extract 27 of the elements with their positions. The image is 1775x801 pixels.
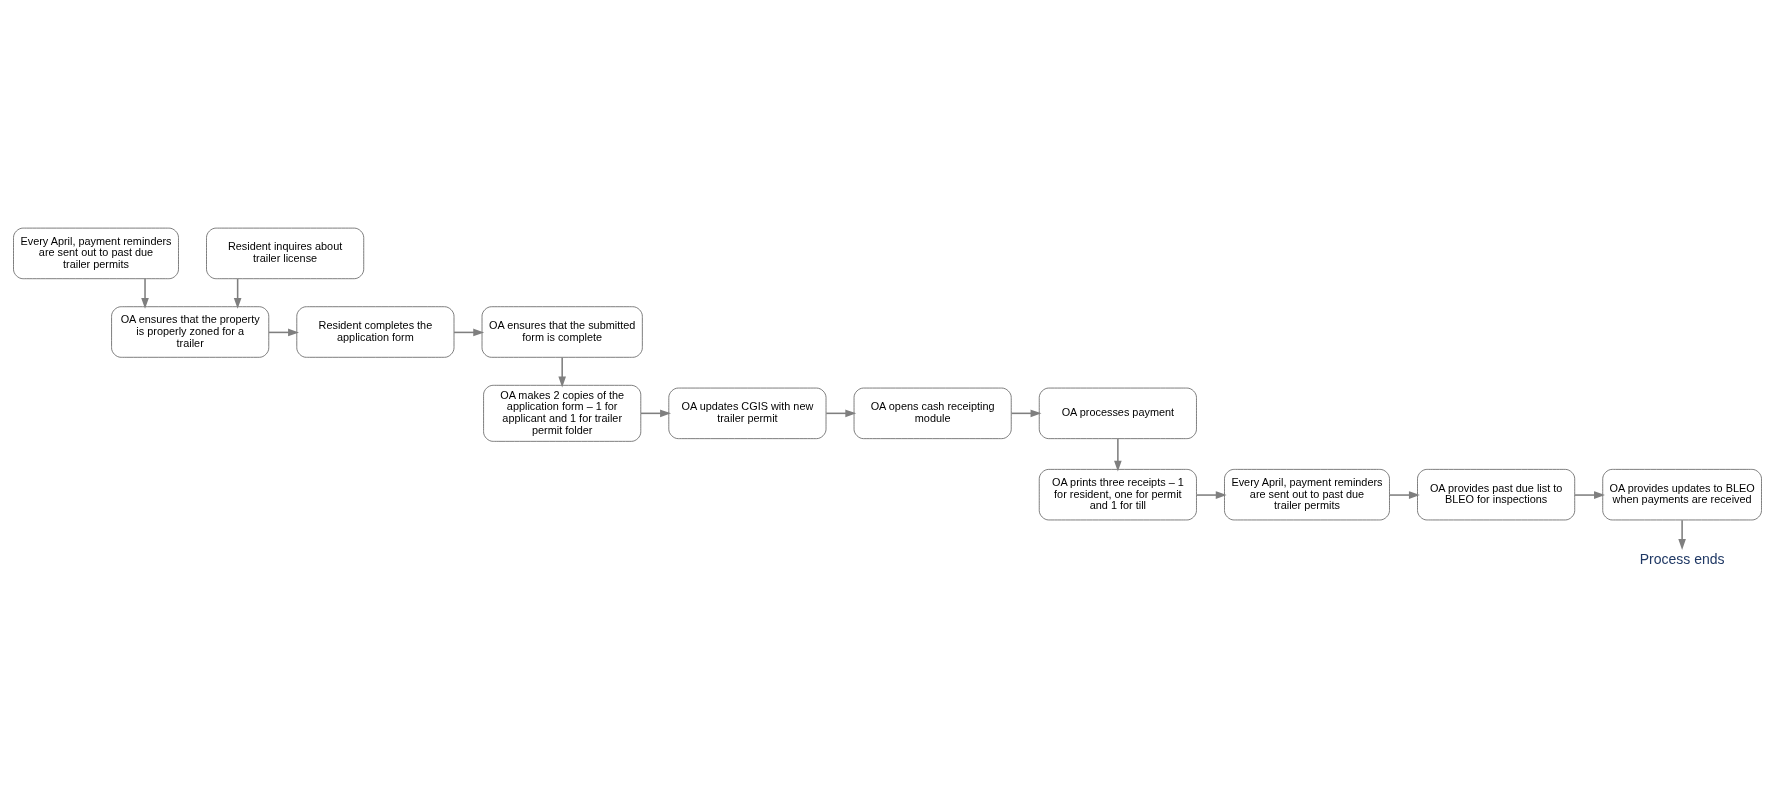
node-text: Process ends bbox=[1639, 550, 1725, 567]
arrow bbox=[1573, 491, 1605, 499]
arrow bbox=[1195, 491, 1227, 499]
node-box: OA provides past due list to BLEO for inspections bbox=[1417, 469, 1576, 521]
arrow bbox=[1678, 519, 1686, 550]
arrow bbox=[453, 328, 485, 337]
arrow bbox=[825, 409, 857, 418]
node-box: Resident completes the application form bbox=[296, 306, 455, 358]
arrow bbox=[1388, 491, 1420, 499]
node-box: OA makes 2 copies of the application form – 1 for applicant and 1 for trailer permit folder bbox=[483, 384, 642, 442]
node-box: OA updates CGIS with new trailer permit bbox=[668, 387, 827, 440]
arrow bbox=[268, 328, 299, 337]
node-box: OA prints three receipts – 1 for resident, one for permit and 1 for till bbox=[1038, 469, 1197, 521]
arrow bbox=[141, 277, 149, 309]
node-box: OA ensures that the submitted form is complete bbox=[481, 306, 643, 358]
arrow bbox=[558, 356, 566, 388]
node-box: Every April, payment reminders are sent out to past due trailer permits bbox=[1224, 469, 1390, 521]
node-box: OA processes payment bbox=[1038, 387, 1197, 440]
arrow bbox=[1010, 409, 1042, 418]
arrow bbox=[640, 409, 671, 418]
node-box: OA provides updates to BLEO when payments are received bbox=[1602, 469, 1762, 521]
node-box: Resident inquires about trailer license bbox=[206, 227, 365, 280]
arrow bbox=[1114, 438, 1122, 472]
node-box: OA ensures that the property is properly zoned for a trailer bbox=[111, 306, 270, 358]
node-box: Every April, payment reminders are sent out to past due trailer permits bbox=[13, 227, 179, 280]
arrow bbox=[233, 277, 242, 309]
node-box: OA opens cash receipting module bbox=[853, 387, 1012, 440]
